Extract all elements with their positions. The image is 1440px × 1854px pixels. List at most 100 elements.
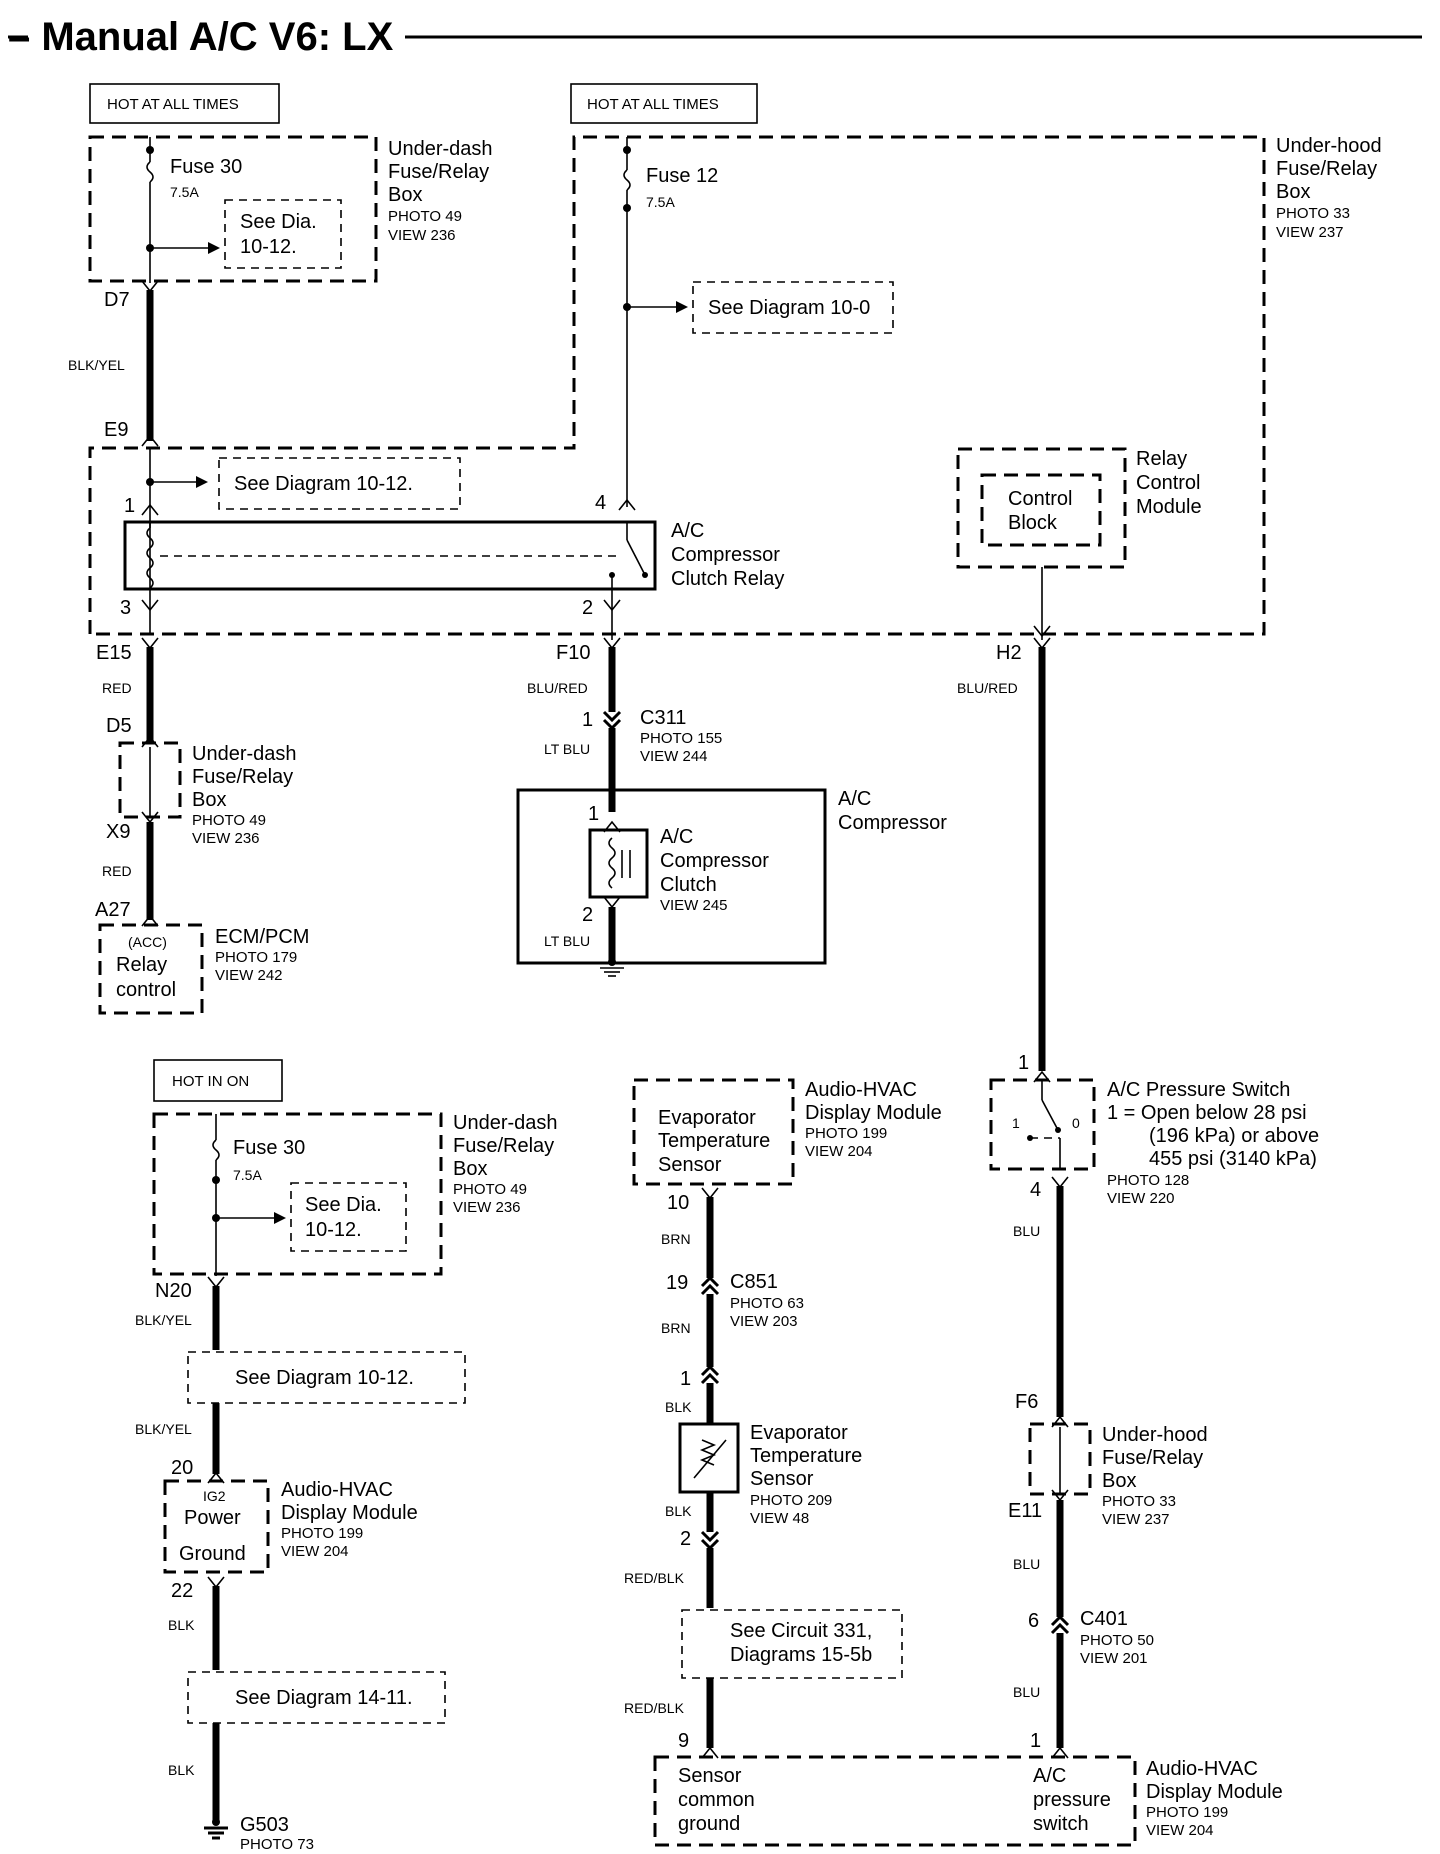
svg-text:Under-hood: Under-hood [1276,135,1382,157]
svg-text:(ACC): (ACC) [128,934,167,950]
svg-text:Clutch: Clutch [660,874,717,896]
svg-text:Ground: Ground [179,1543,246,1565]
svg-text:BLK/YEL: BLK/YEL [135,1312,192,1328]
fuse-30-rating: 7.5A [170,184,199,200]
under-dash-label-2: Under-dash Fuse/Relay Box PHOTO 49 VIEW … [192,743,297,847]
pin-e9: E9 [104,419,128,441]
ecm-label: ECM/PCM PHOTO 179 VIEW 242 [215,926,309,984]
svg-text:pressure: pressure [1033,1789,1111,1811]
svg-text:VIEW 245: VIEW 245 [660,897,728,914]
ac-compressor-label: A/C Compressor [838,788,947,834]
svg-text:6: 6 [1028,1610,1039,1632]
relay-label: A/C Compressor Clutch Relay [671,520,784,590]
svg-text:VIEW 204: VIEW 204 [281,1543,349,1560]
svg-text:LT BLU: LT BLU [544,741,590,757]
svg-text:BLK: BLK [168,1617,195,1633]
hot-at-all-times-label-right: HOT AT ALL TIMES [570,83,758,124]
see-circuit-331 [681,1609,903,1679]
svg-text:Sensor: Sensor [678,1765,742,1787]
svg-text:Module: Module [1136,496,1202,518]
svg-text:PHOTO 199: PHOTO 199 [1146,1804,1228,1821]
svg-text:VIEW 201: VIEW 201 [1080,1650,1148,1667]
svg-text:Sensor: Sensor [658,1154,722,1176]
svg-text:BRN: BRN [661,1320,691,1336]
svg-text:A/C: A/C [838,788,871,810]
svg-text:Relay: Relay [116,954,167,976]
svg-text:1: 1 [1012,1115,1020,1131]
svg-text:Under-dash: Under-dash [192,743,297,765]
svg-text:HOT AT ALL TIMES: HOT AT ALL TIMES [107,96,239,113]
svg-text:A/C: A/C [671,520,704,542]
svg-text:BLU: BLU [1013,1556,1040,1572]
fuse-12-symbol [623,169,631,191]
audio-hvac-power-ground [163,1479,270,1574]
svg-text:BLU: BLU [1013,1684,1040,1700]
svg-text:BLK/YEL: BLK/YEL [135,1421,192,1437]
svg-text:Compressor: Compressor [660,850,769,872]
pin-d5: D5 [106,715,132,737]
connector-sensor-pin2 [700,1530,720,1543]
svg-text:7.5A: 7.5A [233,1167,262,1183]
svg-text:Display Module: Display Module [281,1502,418,1524]
svg-text:VIEW 244: VIEW 244 [640,748,708,765]
svg-text:VIEW 204: VIEW 204 [1146,1822,1214,1839]
svg-text:Power: Power [184,1507,241,1529]
svg-text:BLU: BLU [1013,1223,1040,1239]
svg-text:2: 2 [680,1528,691,1550]
svg-text:common: common [678,1789,755,1811]
control-block [980,473,1102,547]
pin-f6: F6 [1015,1391,1038,1413]
pin-h2: H2 [996,642,1022,664]
see-dia-ref-2 [290,1182,407,1252]
svg-text:BLK: BLK [168,1762,195,1778]
svg-text:ECM/PCM: ECM/PCM [215,926,309,948]
connector-c311-pin1 [602,710,622,723]
ac-compressor [516,788,827,965]
see-dia-ref [224,199,342,269]
svg-text:20: 20 [171,1457,193,1479]
svg-text:Fuse/Relay: Fuse/Relay [1276,158,1377,180]
svg-text:VIEW 220: VIEW 220 [1107,1190,1175,1207]
audio-hvac-label-2: Audio-HVAC Display Module PHOTO 199 VIEW… [805,1079,942,1160]
svg-text:See Diagram 10-12.: See Diagram 10-12. [234,473,413,495]
svg-text:RED: RED [102,680,132,696]
fuse-30-label: Fuse 30 [170,156,242,178]
evaporator-temp-sensor [678,1422,740,1494]
audio-hvac-label-1: Audio-HVAC Display Module PHOTO 199 VIEW… [281,1479,418,1560]
svg-text:Under-dash: Under-dash [388,138,493,160]
thermistor-symbol [699,1439,717,1466]
svg-text:22: 22 [171,1580,193,1602]
svg-text:Display Module: Display Module [1146,1781,1283,1803]
fuse-30-symbol-2 [212,1139,220,1161]
svg-text:BLU/RED: BLU/RED [957,680,1018,696]
under-dash-fuse-box [88,135,378,283]
svg-text:10: 10 [667,1192,689,1214]
evaporator-temp-sensor-module [632,1078,795,1186]
svg-text:PHOTO 33: PHOTO 33 [1276,205,1350,222]
svg-text:BLU/RED: BLU/RED [527,680,588,696]
svg-text:C851: C851 [730,1271,778,1293]
svg-text:See Dia.: See Dia. [240,211,317,233]
connector-c401-pin6 [1050,1614,1070,1627]
see-diagram-14-11 [187,1671,446,1724]
svg-text:9: 9 [678,1730,689,1752]
svg-text:Display Module: Display Module [805,1102,942,1124]
hot-in-on-label: HOT IN ON [153,1059,283,1102]
svg-text:2: 2 [582,904,593,926]
svg-text:RED/BLK: RED/BLK [624,1700,685,1716]
relay-control-module [956,447,1127,569]
svg-text:4: 4 [1030,1179,1041,1201]
svg-text:Fuse/Relay: Fuse/Relay [388,161,489,183]
svg-text:Box: Box [388,184,422,206]
fuse-30-symbol [146,161,154,183]
svg-text:Fuse/Relay: Fuse/Relay [192,766,293,788]
svg-text:VIEW 236: VIEW 236 [388,227,456,244]
svg-text:HOT AT ALL TIMES: HOT AT ALL TIMES [587,96,719,113]
svg-text:1: 1 [1018,1052,1029,1074]
svg-text:PHOTO 49: PHOTO 49 [453,1181,527,1198]
svg-text:BLK: BLK [665,1399,692,1415]
svg-text:Box: Box [1102,1470,1136,1492]
evap-sensor-label: Evaporator Temperature Sensor PHOTO 209 … [750,1422,862,1527]
svg-text:Audio-HVAC: Audio-HVAC [1146,1758,1258,1780]
